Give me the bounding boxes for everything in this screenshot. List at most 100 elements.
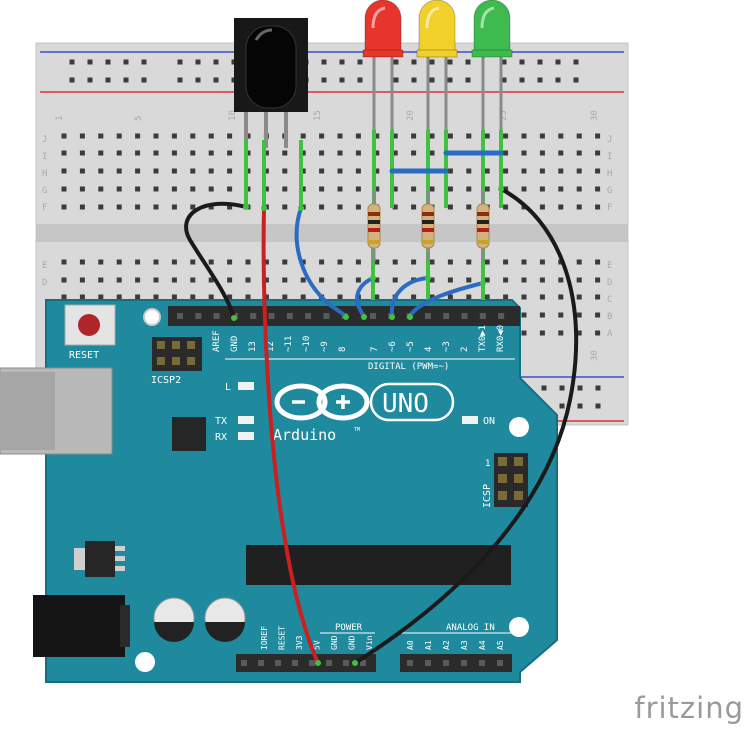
breadboard-hole xyxy=(190,277,196,283)
resistor-band xyxy=(477,212,489,216)
breadboard-hole xyxy=(98,150,104,156)
gnd-wire xyxy=(184,201,248,320)
rail-hole xyxy=(577,403,583,409)
breadboard-hole xyxy=(392,186,398,192)
reset-button-cap[interactable] xyxy=(78,314,100,336)
breadboard-hole xyxy=(466,186,472,192)
breadboard-hole xyxy=(355,133,361,139)
breadboard-hole xyxy=(355,168,361,174)
header-pin xyxy=(497,660,503,666)
breadboard-hole xyxy=(263,259,269,265)
breadboard-hole xyxy=(300,186,306,192)
breadboard-hole xyxy=(98,277,104,283)
col-number: 20 xyxy=(406,110,416,121)
mount-hole xyxy=(143,308,161,326)
breadboard-hole xyxy=(466,168,472,174)
analog-pin-label: A3 xyxy=(460,640,469,650)
rail-hole xyxy=(501,77,507,83)
breadboard-hole xyxy=(300,150,306,156)
breadboard-hole xyxy=(558,277,564,283)
rail-hole xyxy=(573,77,579,83)
header-pin xyxy=(443,660,449,666)
resistor xyxy=(367,190,381,262)
col-number: 30 xyxy=(590,350,600,361)
row-letter: G xyxy=(607,186,612,196)
breadboard-hole xyxy=(135,186,141,192)
breadboard-hole xyxy=(190,259,196,265)
breadboard-hole xyxy=(429,259,435,265)
breadboard-hole xyxy=(61,150,67,156)
breadboard-hole xyxy=(116,277,122,283)
header-pin xyxy=(407,660,413,666)
rail-hole xyxy=(465,77,471,83)
digital-pin-label: 12 xyxy=(266,341,276,352)
digital-pin-label: ~5 xyxy=(406,341,416,352)
breadboard-hole xyxy=(153,294,159,300)
header-pin xyxy=(370,313,376,319)
col-number: 15 xyxy=(313,110,323,121)
breadboard-hole xyxy=(282,277,288,283)
breadboard-hole xyxy=(116,168,122,174)
breadboard-hole xyxy=(355,150,361,156)
header-pin xyxy=(309,660,315,666)
icsp2-header xyxy=(152,337,202,371)
breadboard-hole xyxy=(61,133,67,139)
led-on xyxy=(462,416,478,424)
breadboard-hole xyxy=(208,150,214,156)
breadboard-hole xyxy=(355,259,361,265)
voltage-regulator xyxy=(85,541,115,577)
breadboard-hole xyxy=(171,294,177,300)
row-letter: D xyxy=(607,278,612,288)
breadboard-hole xyxy=(374,133,380,139)
rail-hole xyxy=(213,59,219,65)
resistor-band xyxy=(368,240,380,244)
rail-hole xyxy=(87,77,93,83)
header-pin xyxy=(479,313,486,319)
rail-hole xyxy=(393,77,399,83)
breadboard-hole xyxy=(263,168,269,174)
resistor-band xyxy=(368,220,380,224)
breadboard-hole xyxy=(558,294,564,300)
breadboard-hole xyxy=(521,330,527,336)
breadboard-hole xyxy=(282,259,288,265)
breadboard-hole xyxy=(208,204,214,210)
breadboard-hole xyxy=(447,133,453,139)
signal-wire-led xyxy=(389,276,430,318)
header-pin xyxy=(275,660,281,666)
breadboard-hole xyxy=(521,294,527,300)
led-shine xyxy=(371,6,386,29)
rail-hole xyxy=(357,59,363,65)
ir-receiver xyxy=(234,18,308,148)
breadboard-hole xyxy=(337,204,343,210)
header-pin xyxy=(461,660,467,666)
signal-wire-led xyxy=(355,276,375,318)
power-pin-label: Vin xyxy=(365,635,374,650)
breadboard-hole xyxy=(595,312,601,318)
resistors xyxy=(367,190,490,262)
breadboard-hole xyxy=(61,294,67,300)
rail-hole xyxy=(213,77,219,83)
rail-hole xyxy=(177,77,183,83)
breadboard-hole xyxy=(263,150,269,156)
rail-hole xyxy=(195,59,201,65)
breadboard-hole xyxy=(135,133,141,139)
analog-header-pins xyxy=(407,660,503,666)
breadboard-hole xyxy=(576,277,582,283)
breadboard-hole xyxy=(466,204,472,210)
breadboard-hole xyxy=(300,133,306,139)
breadboard-hole xyxy=(337,186,343,192)
breadboard-hole xyxy=(61,186,67,192)
row-letter: H xyxy=(607,169,612,179)
power-pin-label: GND xyxy=(330,635,339,650)
breadboard-hole xyxy=(135,294,141,300)
traffic-leds xyxy=(362,0,513,132)
col-number: 25 xyxy=(499,110,509,121)
digital-pin-label: 4 xyxy=(424,347,434,352)
breadboard-hole xyxy=(447,204,453,210)
breadboard-hole xyxy=(282,186,288,192)
breadboard-hole xyxy=(153,204,159,210)
breadboard-hole xyxy=(135,277,141,283)
led-on-label: ON xyxy=(483,416,495,427)
led-rim xyxy=(416,49,458,58)
